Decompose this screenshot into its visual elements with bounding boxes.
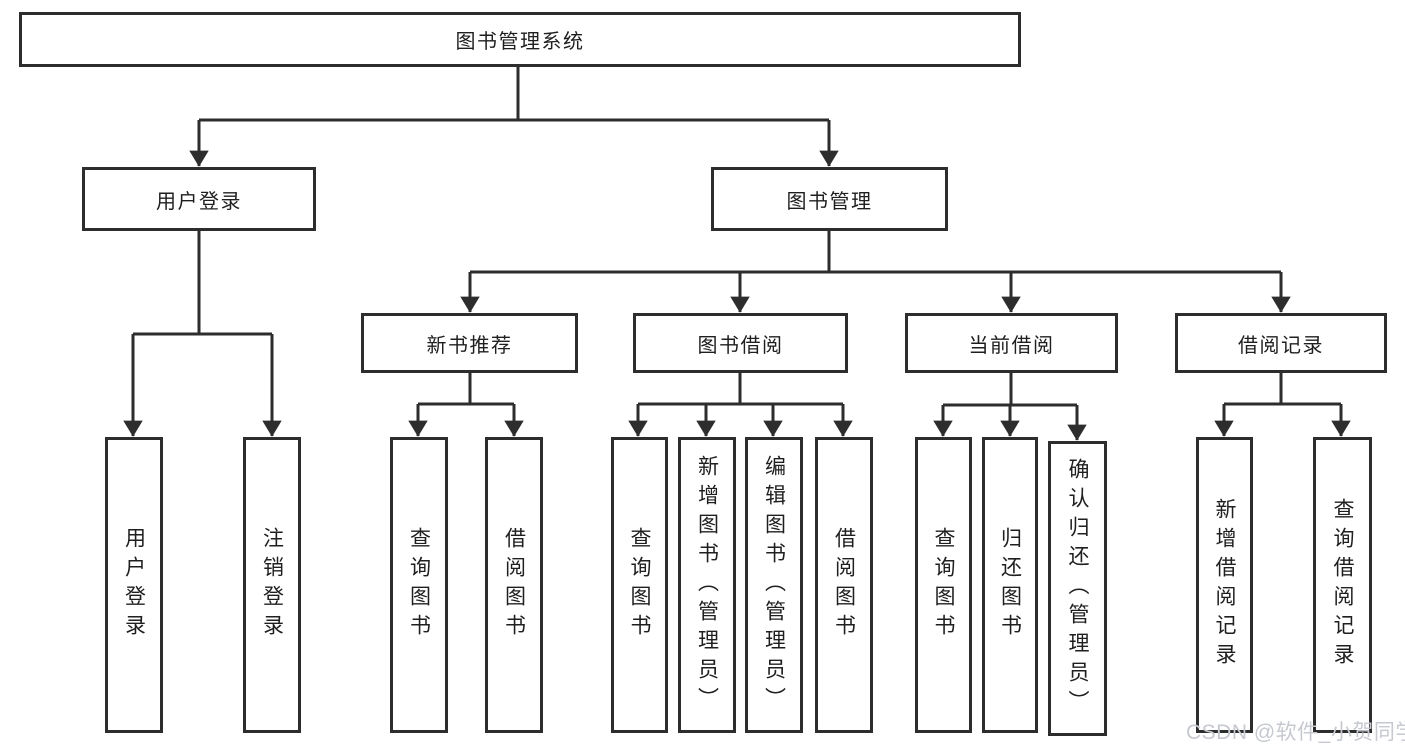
node-new-book-recommend: 新书推荐: [361, 313, 578, 373]
node-label: 用户登录: [122, 527, 146, 643]
node-label: 查询借阅记录: [1331, 498, 1354, 672]
node-user-login: 用户登录: [82, 167, 316, 231]
leaf-query-books-current: 查询图书: [915, 437, 972, 733]
node-label: 用户登录: [156, 190, 242, 213]
node-label: 新书推荐: [426, 334, 513, 357]
leaf-query-borrow-record: 查询借阅记录: [1313, 437, 1372, 733]
node-label: 当前借阅: [968, 334, 1055, 357]
leaf-query-books-recommend: 查询图书: [390, 437, 448, 733]
node-label: 图书管理: [786, 190, 873, 213]
node-label: 图书借阅: [697, 334, 784, 357]
leaf-return-book: 归还图书: [982, 437, 1038, 733]
node-label: 查询图书: [407, 527, 431, 643]
node-label: 借阅记录: [1238, 334, 1324, 357]
node-current-borrowing: 当前借阅: [905, 313, 1118, 373]
leaf-add-borrow-record: 新增借阅记录: [1196, 437, 1253, 733]
node-label: 新增图书（管理员）: [695, 454, 719, 716]
leaf-query-books-borrowing: 查询图书: [611, 437, 668, 733]
leaf-confirm-return-admin: 确认归还（管理员）: [1048, 441, 1107, 736]
leaf-logout: 注销登录: [243, 437, 301, 733]
node-label: 注销登录: [260, 527, 284, 643]
leaf-user-login: 用户登录: [105, 437, 163, 733]
node-label: 借阅图书: [502, 527, 526, 643]
node-label: 确认归还（管理员）: [1066, 458, 1089, 719]
node-label: 新增借阅记录: [1213, 498, 1236, 672]
node-borrowing-records: 借阅记录: [1175, 313, 1387, 373]
node-label: 借阅图书: [832, 527, 856, 643]
node-book-system-root: 图书管理系统: [19, 12, 1021, 67]
node-label: 查询图书: [628, 527, 651, 643]
leaf-borrow-books-recommend: 借阅图书: [485, 437, 543, 733]
node-book-borrowing: 图书借阅: [633, 313, 848, 373]
leaf-borrow-books-borrowing: 借阅图书: [815, 437, 873, 733]
leaf-edit-book-admin: 编辑图书（管理员）: [745, 437, 803, 733]
node-label: 图书管理系统: [455, 31, 585, 53]
node-label: 归还图书: [998, 527, 1022, 643]
node-label: 编辑图书（管理员）: [762, 454, 786, 716]
leaf-add-book-admin: 新增图书（管理员）: [678, 437, 736, 733]
node-label: 查询图书: [932, 527, 955, 643]
csdn-watermark: CSDN @软件_小贺同学: [1186, 721, 1405, 744]
node-book-management: 图书管理: [711, 167, 948, 231]
